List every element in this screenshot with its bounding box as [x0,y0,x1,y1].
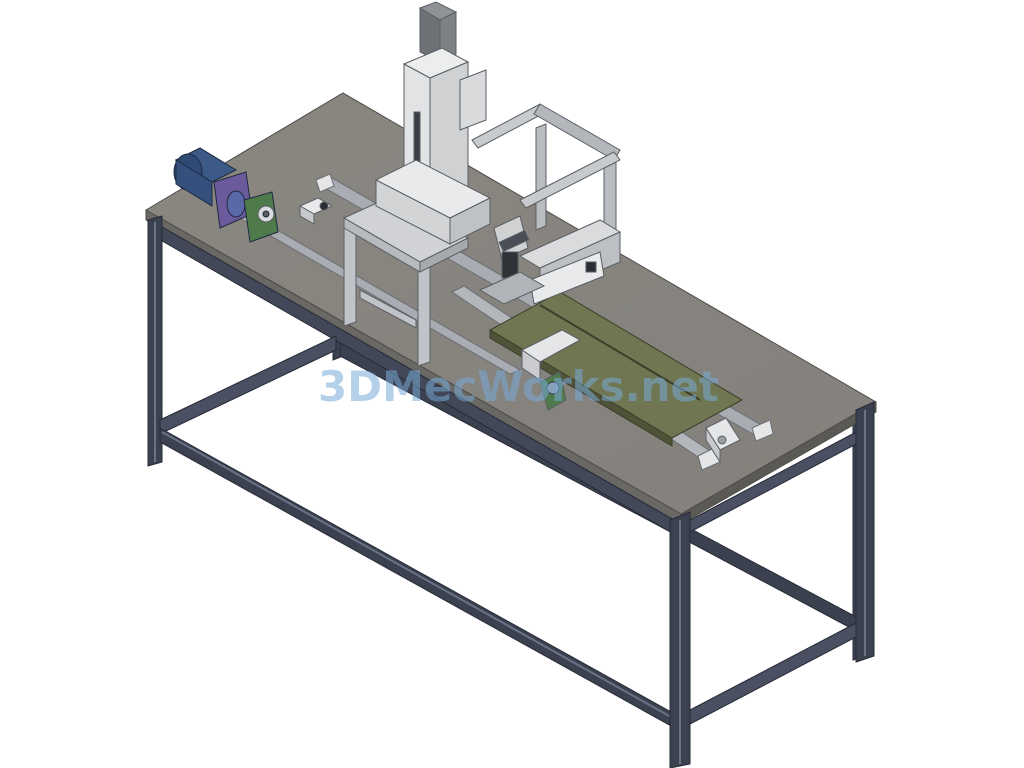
table-frame-front [147,215,875,768]
rail-end-block [315,173,335,193]
end-support-bracket [705,417,741,464]
rail-lower-left [159,335,337,435]
servo-motor [173,147,279,243]
horizontal-slide [478,219,622,305]
z-axis-module [374,1,530,279]
gantry-frame [342,103,621,367]
sensor-bracket [298,197,334,225]
rail-lower-right [689,621,859,725]
rail-end-block [751,419,774,442]
table-top [145,92,878,525]
carriage-bracket [521,329,582,411]
watermark-text: 3DMecWorks.net [318,362,720,411]
